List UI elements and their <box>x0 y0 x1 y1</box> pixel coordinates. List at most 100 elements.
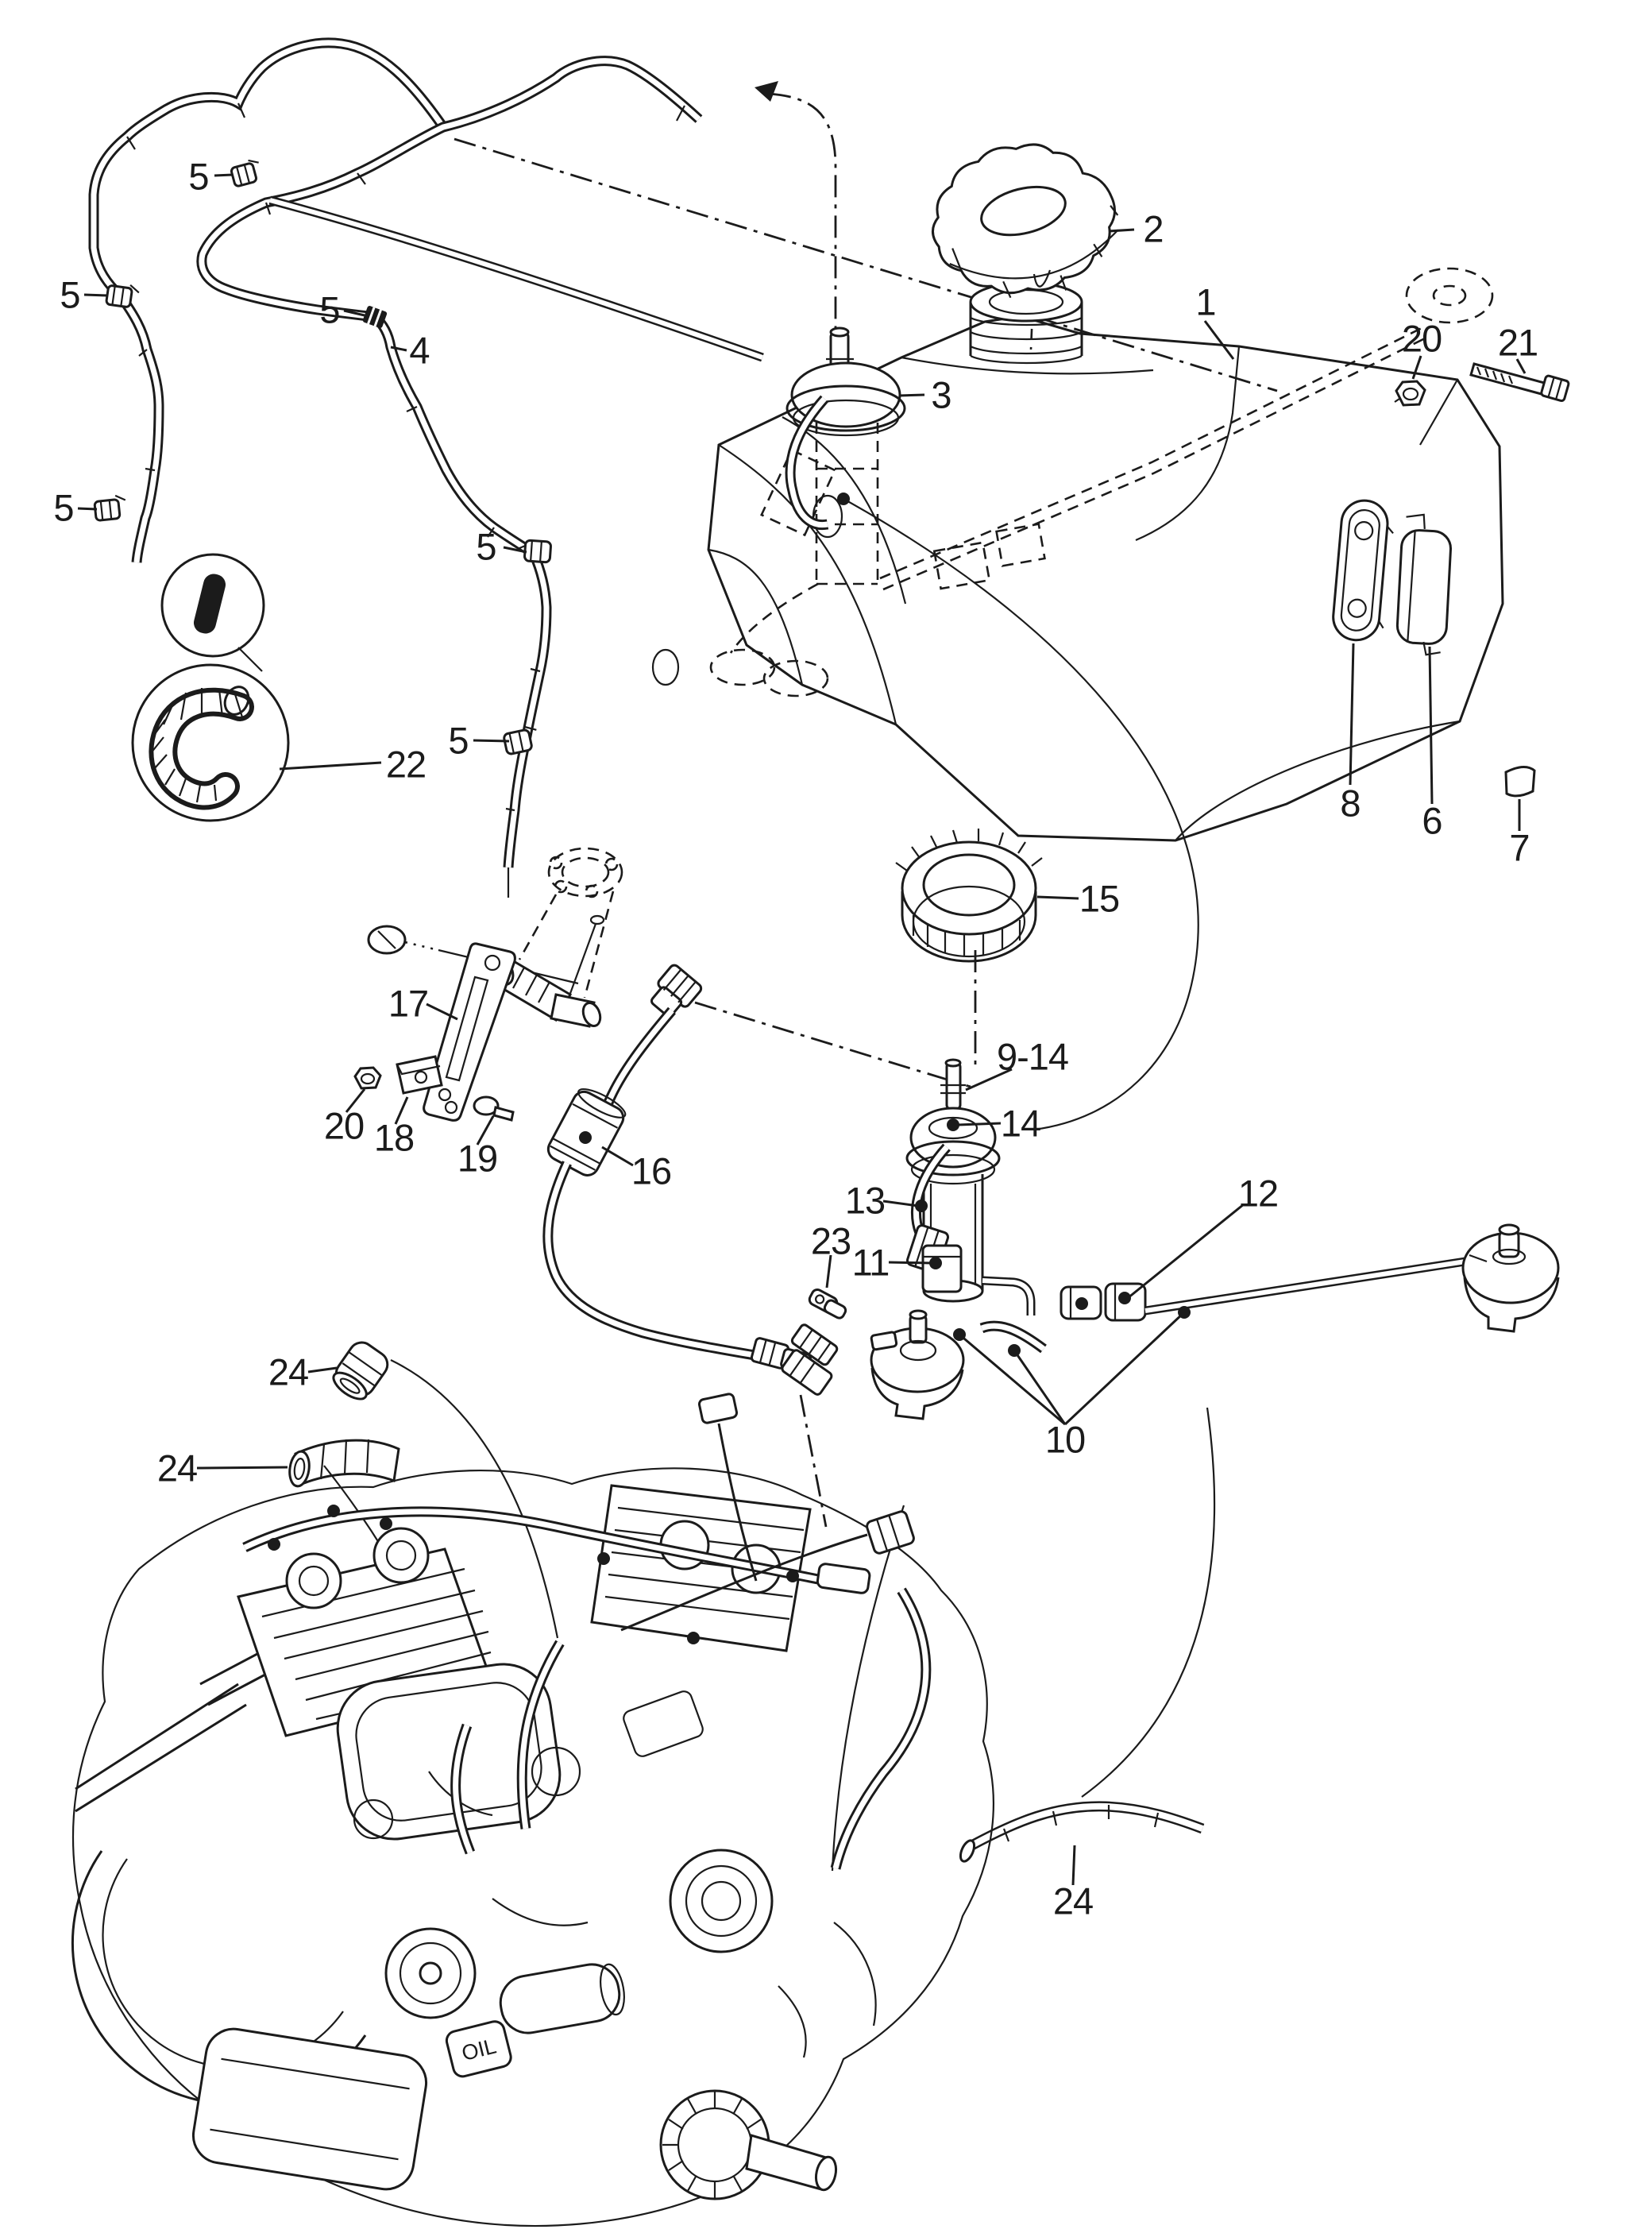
anchor-dots <box>268 493 1191 1644</box>
bracket-side <box>1331 499 1395 643</box>
filler-cap <box>917 124 1133 318</box>
callout-lock-ring: 15 <box>1079 877 1120 920</box>
callout-spring-clamp: 22 <box>385 743 427 786</box>
nut-top <box>1395 381 1425 405</box>
anchor-dot <box>380 1517 392 1530</box>
callout-hose-coupler: 24 <box>268 1350 309 1393</box>
clamp-icons <box>94 158 551 755</box>
leader-pump-assembly <box>966 1069 1012 1090</box>
wedge <box>1506 767 1534 795</box>
pump-assembly <box>871 1060 1558 1419</box>
callout-outlet-fitting: 12 <box>1237 1172 1279 1215</box>
hose-coupler <box>328 1338 392 1405</box>
callout-screw-small: 19 <box>457 1137 498 1180</box>
leader-bracket-strap <box>427 1004 457 1019</box>
callout-clamp-6: 5 <box>448 719 469 762</box>
reference-lines <box>454 81 1277 1527</box>
leader-clamp-4 <box>78 508 97 509</box>
leader-fuel-line <box>391 347 407 350</box>
callout-tank: 1 <box>1195 280 1216 323</box>
callout-pad: 6 <box>1422 799 1442 842</box>
fuel-filter <box>544 1084 629 1179</box>
fuel-pump-module <box>787 328 905 525</box>
leader-clamp-1 <box>214 175 233 176</box>
level-sender-disc <box>1463 1225 1558 1331</box>
nut-mid <box>355 1068 380 1088</box>
engine: OIL <box>72 1393 993 2226</box>
leader-fittings <box>959 1335 1065 1424</box>
anchor-dot <box>268 1538 280 1551</box>
callout-clamp-3: 5 <box>319 288 340 331</box>
support-block <box>397 1057 442 1093</box>
regulator-disc <box>871 1311 963 1419</box>
hose-long <box>958 1805 1202 1864</box>
callout-filter-hose: 16 <box>631 1149 672 1192</box>
leader-spring-clamp <box>280 763 381 769</box>
leader-clamp-2 <box>84 295 108 296</box>
anchor-dot <box>1008 1344 1021 1357</box>
leader-hose-coupler <box>308 1368 337 1372</box>
callout-pump: 11 <box>851 1241 890 1284</box>
bracket-strap <box>424 944 515 1121</box>
callout-clamp-5: 5 <box>476 525 496 568</box>
callout-wedge: 7 <box>1509 826 1530 869</box>
leader-outlet-fitting <box>1128 1204 1244 1298</box>
hose-elbow <box>288 1439 399 1487</box>
filter-hose <box>544 964 848 1397</box>
callout-fuel-line: 4 <box>409 329 430 372</box>
leader-screw-small <box>477 1116 493 1145</box>
callout-clamp-2: 5 <box>60 273 80 316</box>
leader-lines <box>78 175 1525 1885</box>
callout-nut-top: 20 <box>1401 317 1442 360</box>
callout-fuel-pump-intank: 3 <box>931 373 951 416</box>
leader-nut-top <box>1413 356 1421 379</box>
callout-clip: 23 <box>810 1219 851 1262</box>
leader-pump-housing <box>883 1201 918 1206</box>
detail-circles <box>133 554 288 821</box>
callout-pump-housing: 13 <box>844 1179 886 1222</box>
anchor-dot <box>687 1632 700 1644</box>
leader-fuel-pump-intank <box>899 395 924 396</box>
spring-clamp-coil <box>151 683 253 802</box>
leader-fittings <box>1014 1350 1065 1424</box>
leader-lock-ring <box>1037 897 1079 898</box>
callout-clamp-1: 5 <box>188 155 209 198</box>
leader-filler-cap <box>1109 230 1134 231</box>
arrow-icon <box>755 81 778 102</box>
anchor-dot <box>1178 1306 1191 1319</box>
callout-bracket-side: 8 <box>1340 782 1361 825</box>
callout-hose-long: 24 <box>1052 1880 1094 1922</box>
callout-fittings: 10 <box>1044 1418 1086 1461</box>
callout-nut-mid: 20 <box>323 1104 365 1147</box>
lock-ring <box>896 829 1042 961</box>
callout-filler-cap: 2 <box>1143 207 1164 250</box>
callout-clamp-4: 5 <box>53 486 74 529</box>
anchor-dot <box>1118 1292 1131 1304</box>
leader-support-block <box>396 1097 407 1124</box>
leader-clamp-6 <box>473 740 509 741</box>
leader-clip <box>827 1255 831 1288</box>
anchor-dot <box>837 493 850 505</box>
cap-to-neck-line <box>1034 270 1050 287</box>
callout-bracket-strap: 17 <box>388 982 429 1025</box>
sender-group <box>355 848 622 1120</box>
leader-fittings <box>1065 1312 1184 1424</box>
leader-clamp-5 <box>504 547 527 552</box>
callout-pump-flange: 14 <box>1000 1102 1041 1145</box>
leader-hose-elbow <box>197 1467 288 1468</box>
anchor-dot <box>786 1570 799 1582</box>
hidden-pump-dashed <box>711 269 1492 696</box>
anchor-dot <box>579 1131 592 1144</box>
leader-pad <box>1430 647 1432 804</box>
callout-bolt: 21 <box>1497 321 1538 364</box>
bolt <box>1471 364 1569 401</box>
leader-bolt <box>1517 359 1525 373</box>
leader-filter-hose <box>602 1147 633 1165</box>
pad <box>1396 514 1453 656</box>
screw-small <box>474 1097 513 1120</box>
anchor-dot <box>929 1257 942 1269</box>
leader-nut-mid <box>346 1089 365 1112</box>
pump <box>923 1246 961 1292</box>
